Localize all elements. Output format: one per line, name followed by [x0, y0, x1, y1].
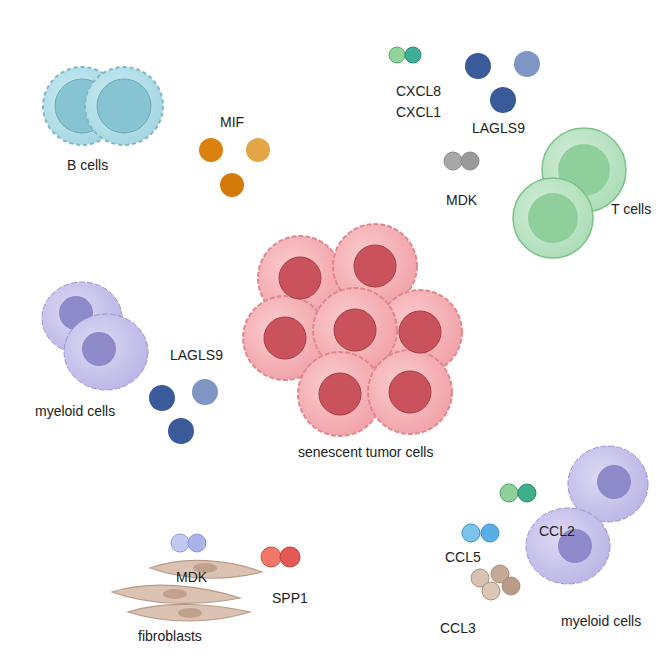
cell-label: fibroblasts [138, 628, 202, 644]
spp1-molecules [261, 547, 300, 567]
fibroblasts [112, 560, 262, 621]
mdk-molecules [444, 152, 479, 170]
fibroblast-nuclei [163, 563, 217, 618]
cell-label: T cells [611, 201, 651, 217]
molecule-label: CCL2 [539, 523, 575, 539]
myeloid-cells-right [526, 446, 648, 584]
cell-label: B cells [67, 157, 108, 173]
molecule-label: CCL5 [445, 549, 481, 565]
molecule-label: MDK [446, 192, 477, 208]
mdk-molecules-bottom [171, 534, 206, 552]
t-cells [513, 128, 626, 258]
cell-label: myeloid cells [561, 613, 641, 629]
molecule-label: MDK [176, 569, 207, 585]
molecule-label: CXCL8 [396, 83, 441, 99]
cell-label: senescent tumor cells [298, 444, 433, 460]
molecule-label: MIF [220, 114, 244, 130]
senescent-tumor-cells [243, 224, 462, 436]
cxcl-molecules [389, 47, 421, 63]
molecule-label: LAGLS9 [170, 347, 223, 363]
molecule-label: CCL3 [440, 620, 476, 636]
molecule-label: SPP1 [272, 590, 308, 606]
tumor-nuclei [264, 245, 441, 415]
molecule-label: CXCL1 [396, 104, 441, 120]
molecule-label: LAGLS9 [472, 120, 525, 136]
myeloid-cells-left [42, 282, 148, 390]
b-cells [43, 67, 163, 145]
cell-label: myeloid cells [35, 403, 115, 419]
lagls9-molecules [465, 51, 540, 113]
ccl-molecules [462, 484, 536, 600]
lagls9-molecules-left [149, 379, 218, 444]
mif-molecules [199, 138, 270, 197]
